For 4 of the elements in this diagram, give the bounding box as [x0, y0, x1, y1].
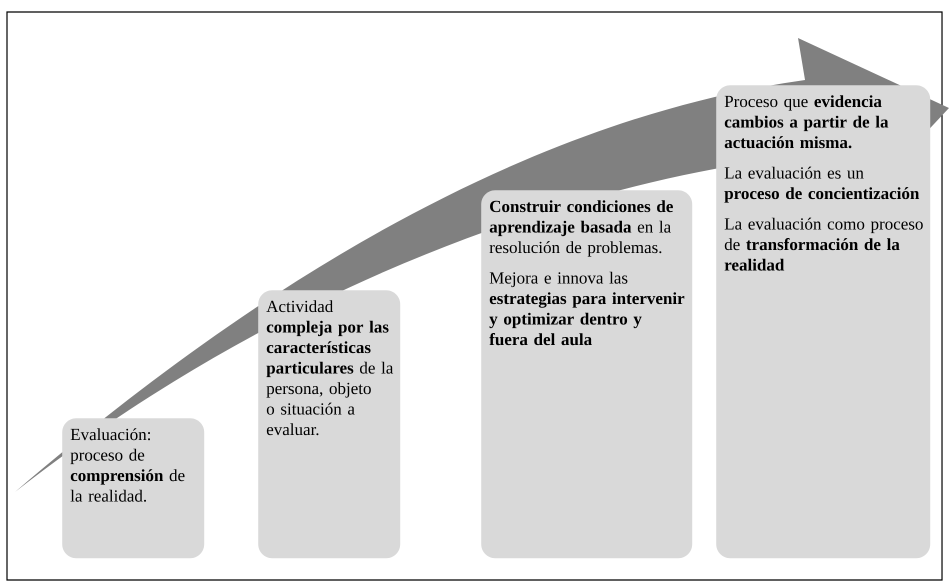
- text-box: Construir condiciones de aprendizaje basada en la resolución de problemas. Mejora e innova las estrategias para intervenir y optimizar dentro y fuera del aula: [481, 190, 692, 558]
- text-box: Actividad compleja por las características particulares de la persona, objeto o situación a evaluar.: [258, 290, 400, 558]
- text-box: Proceso que evidencia cambios a partir de la actuación misma. La evaluación es un proceso de concientización La evaluación como proceso de transformación de la realidad: [716, 85, 930, 558]
- text-box: Evaluación: proceso de comprensión de la realidad.: [62, 418, 204, 558]
